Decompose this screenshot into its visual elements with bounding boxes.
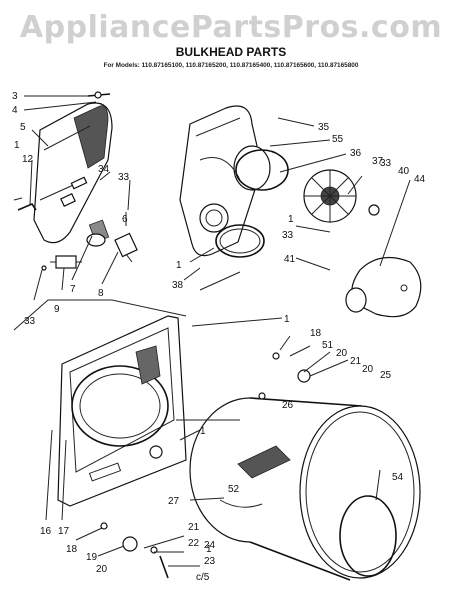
callout-6: 6 bbox=[122, 214, 128, 225]
callout-1-c: 1 bbox=[176, 260, 182, 271]
callout-33-c: 33 bbox=[380, 158, 392, 169]
blower-housing-part bbox=[345, 256, 422, 318]
callout-22: 22 bbox=[188, 538, 200, 549]
callout-16: 16 bbox=[40, 526, 52, 537]
screw-part-3 bbox=[87, 91, 111, 99]
callout-23: 23 bbox=[204, 556, 216, 567]
callout-33-d: 33 bbox=[282, 230, 294, 241]
callout-20-c: 20 bbox=[96, 564, 108, 575]
callout-40: 40 bbox=[398, 166, 410, 177]
callout-1-d: 1 bbox=[284, 314, 290, 325]
callout-3: 3 bbox=[12, 91, 18, 102]
clip-part bbox=[13, 197, 37, 211]
callout-labels: 3 4 5 12 1 34 33 6 7 8 9 33 35 55 36 37 … bbox=[12, 91, 426, 583]
callout-5: 5 bbox=[20, 122, 26, 133]
blower-wheel-part bbox=[303, 169, 380, 223]
callout-44: 44 bbox=[414, 174, 426, 185]
callout-9: 9 bbox=[54, 304, 60, 315]
callout-52: 52 bbox=[228, 484, 240, 495]
callout-4: 4 bbox=[12, 105, 18, 116]
callout-37: 37 bbox=[372, 156, 384, 167]
callout-26: 26 bbox=[282, 400, 294, 411]
callout-21-a: 21 bbox=[350, 356, 362, 367]
watermark: AppliancePartsPros.com bbox=[19, 10, 443, 45]
callout-1-b: 1 bbox=[288, 214, 294, 225]
callout-36: 36 bbox=[350, 148, 362, 159]
callout-38: 38 bbox=[172, 280, 184, 291]
drum-part bbox=[189, 397, 421, 581]
lint-duct-part bbox=[33, 102, 113, 244]
callout-1-f: 1 bbox=[206, 544, 212, 555]
callout-21-b: 21 bbox=[188, 522, 200, 533]
callout-20-a: 20 bbox=[336, 348, 348, 359]
bottom-roller-part bbox=[100, 522, 169, 579]
callout-1-a: 1 bbox=[14, 140, 20, 151]
roller-part bbox=[258, 352, 311, 400]
callout-17: 17 bbox=[58, 526, 70, 537]
callout-54: 54 bbox=[392, 472, 404, 483]
callout-12: 12 bbox=[22, 154, 34, 165]
drum-seal-part bbox=[339, 495, 397, 577]
callout-19: 19 bbox=[86, 552, 98, 563]
thermostat-part bbox=[41, 255, 82, 271]
seal-ring-part bbox=[215, 224, 265, 258]
callout-24: 24 bbox=[204, 540, 216, 551]
diagram-title: BULKHEAD PARTS bbox=[175, 45, 287, 59]
rear-bulkhead-part bbox=[179, 105, 271, 257]
switch-part bbox=[86, 219, 138, 263]
callout-25: 25 bbox=[380, 370, 392, 381]
callout-51: 51 bbox=[322, 340, 334, 351]
callout-41: 41 bbox=[284, 254, 296, 265]
callout-55: 55 bbox=[332, 134, 344, 145]
callout-8: 8 bbox=[98, 288, 104, 299]
callout-34: 34 bbox=[98, 164, 110, 175]
callout-33-b: 33 bbox=[24, 316, 36, 327]
callout-20-b: 20 bbox=[362, 364, 374, 375]
front-bulkhead-part bbox=[57, 315, 187, 507]
callout-7: 7 bbox=[70, 284, 76, 295]
footer-code: c/5 bbox=[196, 572, 210, 583]
callout-1-e: 1 bbox=[200, 426, 206, 437]
models-line: For Models: 110.87165100, 110.87165200, … bbox=[103, 62, 359, 69]
leader-lines bbox=[13, 95, 411, 567]
callout-18-b: 18 bbox=[66, 544, 78, 555]
callout-27: 27 bbox=[168, 496, 180, 507]
callout-35: 35 bbox=[318, 122, 330, 133]
callout-18-a: 18 bbox=[310, 328, 322, 339]
callout-33-a: 33 bbox=[118, 172, 130, 183]
